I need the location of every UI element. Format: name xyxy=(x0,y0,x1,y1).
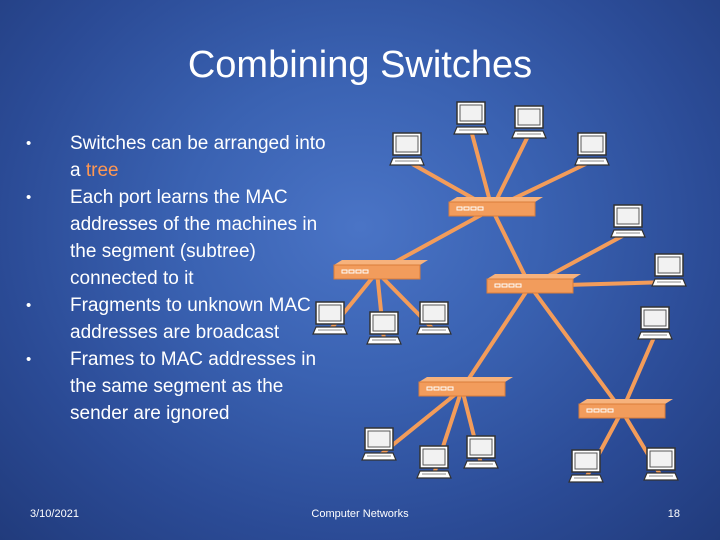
bullet-text: Frames to MAC addresses in the same segm… xyxy=(70,349,317,424)
network-link xyxy=(460,284,532,391)
network-link xyxy=(469,128,494,211)
computer-icon xyxy=(511,105,547,139)
bullet-text: Each port learns the MAC addresses of th… xyxy=(70,187,318,289)
bullet-item: • Each port learns the MAC addresses of t… xyxy=(26,184,326,292)
computer-icon xyxy=(361,427,397,461)
bullet-text: Fragments to unknown MAC addresses are b… xyxy=(70,295,311,343)
bullet-icon: • xyxy=(26,297,32,314)
bullet-item: • Frames to MAC addresses in the same seg… xyxy=(26,346,326,427)
network-link xyxy=(528,284,624,413)
bullet-highlight: tree xyxy=(85,160,119,181)
page-number: 18 xyxy=(667,508,680,520)
switch-icon xyxy=(448,197,543,217)
computer-icon xyxy=(574,132,610,166)
bullet-item: • Switches can be arranged into a tree xyxy=(26,130,326,184)
computer-icon xyxy=(453,101,489,135)
network-link xyxy=(620,333,657,413)
switch-icon xyxy=(486,274,581,294)
bullet-text: Switches can be arranged into a xyxy=(70,133,326,181)
switch-icon xyxy=(418,377,513,397)
computer-icon xyxy=(463,435,499,469)
link-group xyxy=(328,128,671,480)
footer-date: 3/10/2021 xyxy=(30,508,79,520)
bullet-icon: • xyxy=(26,135,32,152)
computer-icon xyxy=(643,447,679,481)
footer-title: Computer Networks xyxy=(311,508,409,520)
computer-icon xyxy=(416,301,452,335)
computer-icon xyxy=(610,204,646,238)
switch-icon xyxy=(578,399,673,419)
computer-icon xyxy=(637,306,673,340)
network-link xyxy=(490,207,532,288)
computer-icon xyxy=(651,253,687,287)
bullet-icon: • xyxy=(26,351,32,368)
computer-icon xyxy=(568,449,604,483)
computer-icon xyxy=(416,445,452,479)
computer-icon xyxy=(312,301,348,335)
slide-title: Combining Switches xyxy=(187,44,533,86)
bullet-icon: • xyxy=(26,189,32,206)
bullet-item: • Fragments to unknown MAC addresses are … xyxy=(26,292,326,346)
network-link xyxy=(490,132,531,211)
switch-icon xyxy=(333,260,428,280)
computer-icon xyxy=(389,132,425,166)
bullet-list: • Switches can be arranged into a tree • E… xyxy=(26,130,326,427)
computer-icon xyxy=(366,311,402,345)
